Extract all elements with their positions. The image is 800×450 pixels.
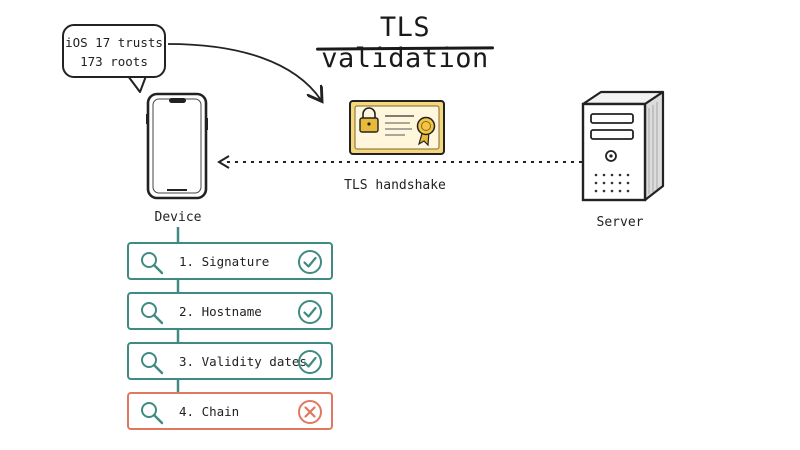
check-item-chain: 4. Chain [127,392,333,430]
check-icon [298,300,322,324]
check-item-hostname: 2. Hostname [127,292,333,330]
callout-bubble: iOS 17 trusts 173 roots [62,24,166,78]
callout-arrow [167,43,321,100]
certificate-icon [349,100,445,155]
device-label: Device [154,210,202,225]
magnifier-icon [141,352,164,375]
page-title: TLS validation [321,12,489,74]
check-label: 2. Hostname [179,304,262,319]
server-icon [581,90,665,202]
check-item-validity-dates: 3. Validity dates [127,342,333,380]
magnifier-icon [141,402,164,425]
handshake-arrow-head [217,155,230,169]
check-icon [298,250,322,274]
check-label: 3. Validity dates [179,354,307,369]
handshake-label: TLS handshake [344,178,446,193]
check-icon [298,350,322,374]
check-label: 1. Signature [179,254,270,269]
callout-line-1: iOS 17 trusts [65,35,163,50]
check-item-signature: 1. Signature [127,242,333,280]
check-label: 4. Chain [179,404,240,419]
callout-line-2: 173 roots [80,54,148,69]
x-icon [298,400,322,424]
phone-icon [146,92,208,200]
server-label: Server [596,215,644,230]
magnifier-icon [141,252,164,275]
magnifier-icon [141,302,164,325]
callout-tail [127,75,147,93]
